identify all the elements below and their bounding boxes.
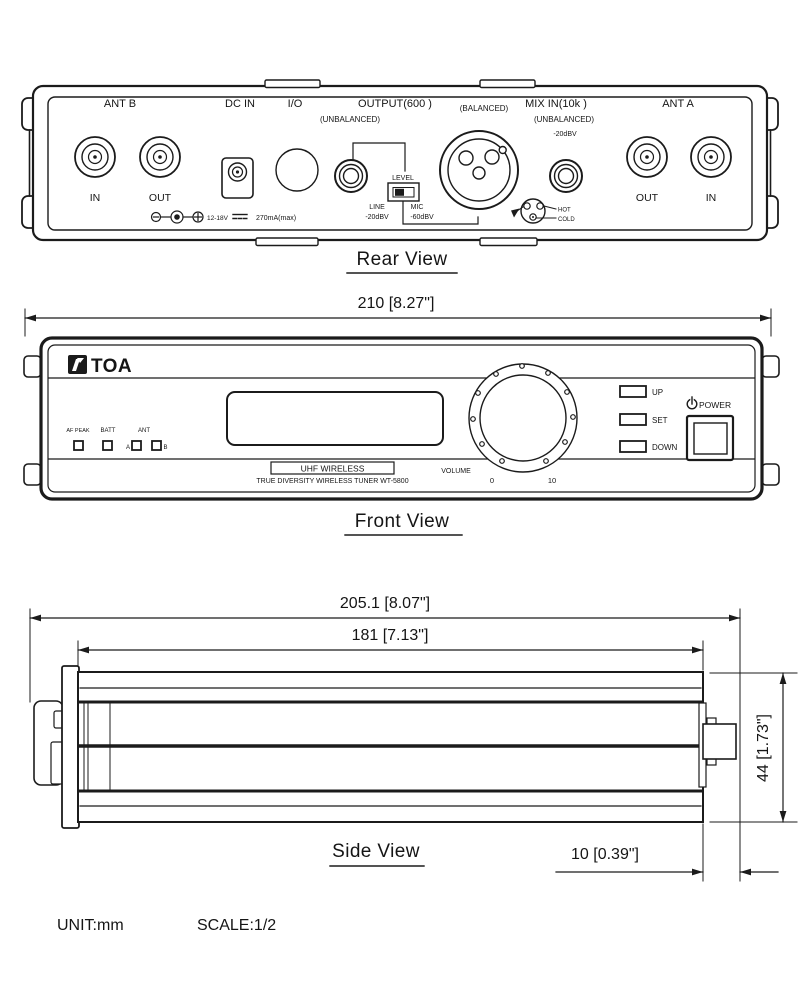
output-jack — [334, 159, 368, 193]
ant-b-out-label: OUT — [149, 192, 172, 204]
level-switch — [387, 182, 420, 202]
rear-view-title: Rear View — [357, 249, 448, 270]
side-view-title: Side View — [332, 841, 420, 862]
dim-210: 210 [8.27"] — [24, 295, 772, 337]
xlr-keyway — [498, 145, 507, 155]
ant-label: ANT — [138, 428, 150, 434]
af-peak-led — [73, 440, 84, 451]
ant-a-label: ANT A — [662, 98, 694, 110]
dim-205-text: 205.1 [8.07"] — [340, 595, 430, 612]
ant-b-label: ANT B — [104, 98, 136, 110]
balanced-label: (BALANCED) — [460, 104, 509, 113]
output-sub-label: (UNBALANCED) — [320, 115, 380, 124]
toa-logo: TOA — [68, 355, 132, 377]
volume-min-label: 0 — [490, 476, 494, 485]
dc-symbol — [232, 213, 248, 220]
down-button[interactable] — [619, 440, 647, 453]
power-icon — [686, 396, 698, 410]
mix-in-db: -20dBV — [553, 131, 577, 138]
unit-note: UNIT:mm — [57, 917, 124, 934]
set-label: SET — [652, 416, 668, 425]
cold-label: COLD — [558, 217, 575, 223]
volume-knob[interactable] — [468, 363, 578, 473]
model-label: TRUE DIVERSITY WIRELESS TUNER WT-5800 — [256, 478, 408, 485]
bnc-ant-a-out — [626, 136, 668, 178]
front-right-ear-bottom — [761, 463, 780, 486]
dim-181: 181 [7.13"] — [77, 627, 704, 671]
front-view: 210 [8.27"] TOA AF PEAK BATT ANT A — [23, 295, 780, 536]
level-mic-label: MIC — [411, 204, 424, 211]
io-label: I/O — [288, 98, 303, 110]
dim-10: 10 [0.39"] — [555, 823, 779, 882]
volume-label: VOLUME — [441, 468, 471, 475]
xlr-output — [439, 130, 519, 210]
dim-44: 44 [1.73"] — [709, 672, 798, 823]
rear-rail-tab — [255, 237, 319, 247]
badge-label: UHF WIRELESS — [301, 464, 365, 474]
level-line-db: -20dBV — [365, 214, 389, 221]
power-label: POWER — [699, 400, 731, 410]
mix-in-label: MIX IN(10k ) — [525, 98, 587, 110]
front-left-ear-bottom — [23, 463, 42, 486]
output-bracket-bottom — [402, 200, 479, 225]
hot-label: HOT — [558, 208, 571, 214]
batt-label: BATT — [101, 428, 116, 434]
af-peak-label: AF PEAK — [66, 428, 90, 434]
side-front-plate — [61, 665, 80, 829]
mix-in-sub-label: (UNBALANCED) — [534, 115, 594, 124]
ant-b-led — [151, 440, 162, 451]
set-button[interactable] — [619, 413, 647, 426]
output-label: OUTPUT(600 ) — [358, 98, 432, 110]
dim-10-text: 10 [0.39"] — [571, 846, 639, 863]
up-button[interactable] — [619, 385, 647, 398]
rear-rail-tab — [479, 79, 536, 89]
display-window — [226, 391, 444, 446]
bnc-ant-a-in — [690, 136, 732, 178]
batt-led — [102, 440, 113, 451]
output-bracket-top — [352, 142, 406, 172]
dim-44-text: 44 [1.73"] — [755, 714, 772, 782]
scale-note: SCALE:1/2 — [197, 917, 276, 934]
dim-181-text: 181 [7.13"] — [352, 627, 429, 644]
side-bnc-connector — [702, 723, 737, 760]
badge-box — [270, 461, 395, 475]
dc-current-label: 270mA(max) — [256, 215, 296, 222]
front-left-ear-top — [23, 355, 42, 378]
front-right-ear-top — [761, 355, 780, 378]
bnc-ant-b-out — [139, 136, 181, 178]
up-label: UP — [652, 388, 663, 397]
ant-b-in-label: IN — [90, 192, 101, 204]
ant-b-tag: B — [164, 445, 168, 451]
rear-rail-tab — [479, 237, 538, 247]
ant-a-in-label: IN — [706, 192, 717, 204]
side-view: 205.1 [8.07"] 181 [7.13"] — [29, 595, 798, 882]
level-label: LEVEL — [392, 175, 414, 182]
xlr-pinout-diagram — [511, 198, 557, 224]
mix-in-jack — [549, 159, 583, 193]
ant-a-tag: A — [126, 445, 130, 451]
bnc-ant-b-in — [74, 136, 116, 178]
volume-max-label: 10 — [548, 476, 556, 485]
toa-logo-text: TOA — [91, 356, 132, 377]
ground-symbol — [511, 208, 520, 218]
level-line-label: LINE — [369, 204, 385, 211]
dc-voltage-label: 12-18V — [207, 215, 229, 222]
dc-polarity — [150, 210, 204, 224]
down-label: DOWN — [652, 443, 678, 452]
io-port — [275, 148, 319, 192]
dc-in-label: DC IN — [225, 98, 255, 110]
dc-jack — [221, 157, 254, 199]
dim-205: 205.1 [8.07"] — [29, 595, 741, 882]
ant-a-out-label: OUT — [636, 192, 659, 204]
front-view-title: Front View — [355, 511, 449, 532]
rear-view: ANT B IN OUT DC IN 12-18V — [21, 79, 779, 274]
level-mic-db: -60dBV — [410, 214, 434, 221]
ant-a-led — [131, 440, 142, 451]
rear-rail-tab — [264, 79, 321, 89]
power-button[interactable] — [685, 414, 735, 462]
dim-210-text: 210 [8.27"] — [358, 295, 435, 312]
